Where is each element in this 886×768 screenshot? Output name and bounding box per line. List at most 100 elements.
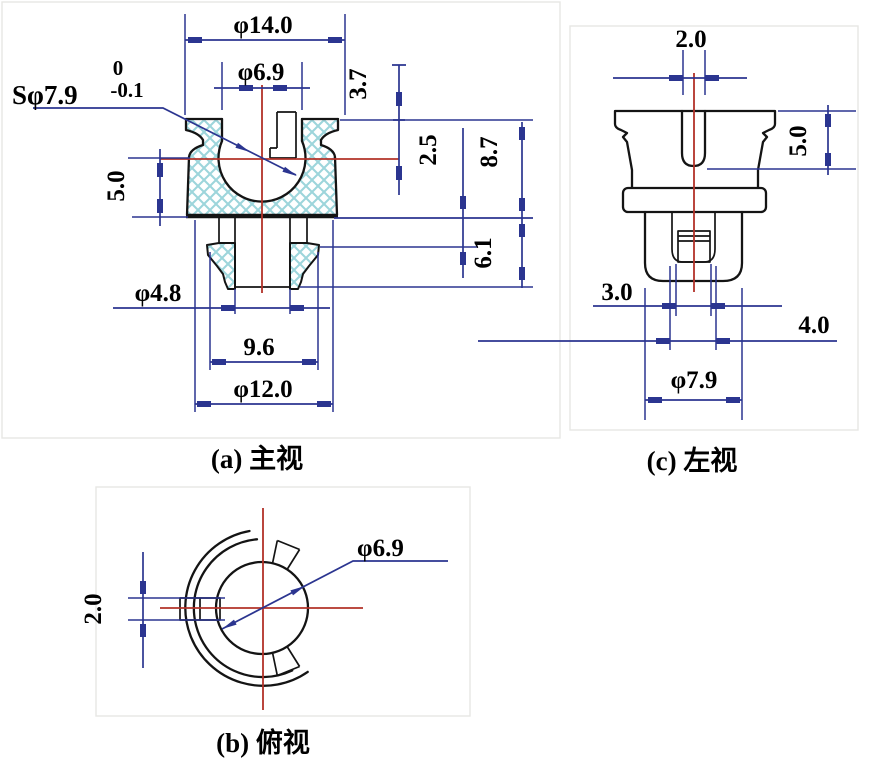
leader-arrow	[290, 586, 305, 596]
dim-label: 9.6	[243, 334, 274, 361]
arrow-tick	[396, 92, 402, 106]
left-profile	[184, 117, 205, 217]
dim-label: Sφ7.9	[12, 80, 78, 110]
tolerance-lower: -0.1	[110, 78, 143, 102]
dim-label: 3.7	[345, 68, 372, 99]
dim-label: 8.7	[476, 136, 503, 167]
arrow-tick	[705, 75, 719, 81]
dim-label: 6.1	[470, 237, 497, 268]
left-view-caption: (c) 左视	[647, 446, 738, 476]
ext-line	[644, 288, 743, 420]
tab-lower	[271, 646, 301, 677]
leader-arrow	[222, 619, 237, 629]
arrow-tick	[648, 397, 662, 403]
top-view-caption: (b) 俯视	[216, 727, 310, 758]
stem-outline	[643, 210, 744, 283]
dim-leg-inner-diameter: φ4.8	[113, 280, 330, 314]
arrow-tick	[656, 338, 670, 344]
leader-line	[221, 560, 448, 630]
dim-label: 2.5	[415, 134, 442, 165]
dim-slot-width: 2.0	[613, 26, 747, 95]
ring-fragment-lower	[308, 630, 340, 672]
arrow-tick	[221, 305, 235, 311]
inner-ring-arc	[192, 538, 294, 679]
left-view-frame	[569, 25, 859, 431]
slot-inner-step	[269, 111, 297, 159]
ring-fragment-upper	[308, 544, 340, 586]
dim-depth-chain: 3.7 2.5	[345, 64, 442, 195]
top-view-frame	[95, 486, 471, 717]
arrow-tick	[519, 224, 525, 237]
arrow-tick	[302, 359, 316, 365]
dim-label: φ12.0	[233, 376, 292, 403]
ext-line	[669, 266, 717, 350]
ext-line	[221, 62, 303, 110]
arrow-tick	[157, 163, 163, 177]
ext-line	[707, 110, 856, 170]
dim-label: 3.0	[601, 279, 632, 306]
arrow-tick	[290, 305, 304, 311]
dim-feet-width: 9.6	[209, 252, 319, 370]
arrow-tick	[669, 75, 683, 81]
arrow-tick	[726, 397, 740, 403]
dim-label: φ4.8	[135, 280, 182, 307]
dim-label: 2.0	[80, 593, 107, 624]
arrow-tick	[460, 252, 466, 265]
dim-label: φ6.9	[238, 59, 285, 86]
dim-height-chain: 8.7 6.1	[460, 122, 525, 288]
dim-label: 5.0	[785, 125, 812, 156]
arrow-tick	[460, 196, 466, 209]
arrow-tick	[273, 85, 287, 91]
arrow-tick	[825, 153, 831, 166]
dim-top-diameter: φ14.0	[184, 12, 346, 115]
arrow-tick	[396, 166, 402, 180]
arrow-tick	[212, 359, 226, 365]
arrow-tick	[716, 338, 730, 344]
dim-label: 5.0	[103, 170, 130, 201]
arrow-tick	[711, 303, 725, 309]
right-barb	[289, 242, 320, 290]
right-profile	[319, 117, 340, 217]
arrow-tick	[140, 624, 146, 637]
arrow-tick	[519, 267, 525, 280]
dim-left-height: 5.0	[103, 149, 190, 226]
ext-line	[682, 50, 706, 95]
ext-line	[194, 220, 334, 412]
left-barb	[206, 242, 236, 290]
dim-sphere-diameter: Sφ7.9 0 -0.1	[12, 56, 297, 176]
arrow-tick	[519, 127, 525, 140]
dim-key-width: 2.0	[80, 552, 225, 668]
arrow-tick	[519, 198, 525, 211]
leader-line	[33, 107, 297, 176]
arrow-tick	[328, 37, 342, 43]
arrow-tick	[317, 401, 331, 407]
dim-label: φ7.9	[671, 367, 718, 394]
ext-line	[184, 14, 346, 115]
arrow-tick	[197, 401, 211, 407]
left-view: 2.0 5.0 3.0 4.0	[478, 26, 856, 420]
leader-arrow	[235, 142, 250, 152]
top-view: 2.0 φ6.9	[80, 508, 448, 710]
dim-stem-diameter: φ7.9	[644, 288, 743, 420]
tab-upper	[271, 539, 301, 570]
front-view-frame	[1, 1, 561, 439]
captions: (a) 主视 (c) 左视 (b) 俯视	[211, 444, 737, 758]
leader-arrow	[282, 166, 297, 176]
arrow-tick	[140, 581, 146, 594]
arrow-tick	[239, 85, 253, 91]
dim-label: 2.0	[675, 26, 706, 53]
front-view: φ14.0 φ6.9 Sφ7.9 0 -0.1 5.0	[12, 12, 533, 412]
dim-bore-diameter: φ6.9	[221, 535, 448, 630]
arrow-tick	[825, 114, 831, 127]
arrow-tick	[188, 37, 202, 43]
dim-slot-diameter: φ6.9	[214, 59, 310, 110]
front-view-caption: (a) 主视	[211, 444, 303, 474]
arrow-tick	[662, 303, 676, 309]
dim-label: 4.0	[798, 312, 829, 339]
dim-body-diameter: φ12.0	[194, 220, 334, 412]
ext-line	[128, 597, 225, 621]
dim-label: φ6.9	[357, 535, 404, 562]
ext-line	[209, 252, 319, 370]
